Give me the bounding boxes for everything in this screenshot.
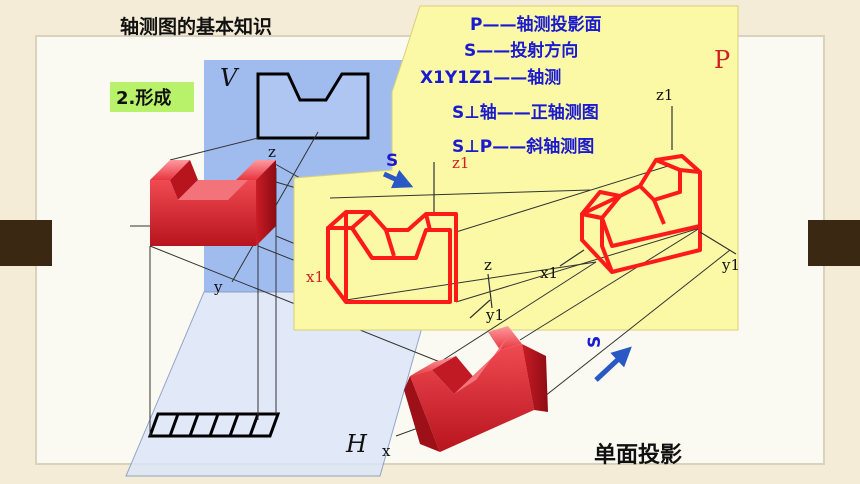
direction-label-lower: S [585,336,605,348]
label-plane-p: P [714,46,730,74]
h-projection-hatch [147,412,281,438]
step-label: 2.形成 [116,87,171,109]
axis-label-z-bottom: z [484,256,492,274]
legend-line-orthographic: S⊥轴——正轴测图 [452,102,599,123]
red-wireframe-right [580,154,702,274]
construction-lines-right [329,165,731,437]
axis-label-y: y [213,278,223,296]
v-projection-outline [256,72,370,140]
axis-label-z1-center: z1 [452,154,469,172]
label-plane-h: H [345,430,368,458]
axis-label-x1-center: x1 [306,268,324,286]
red-solid-left [150,160,276,246]
step-badge [110,82,194,112]
page-title: 轴测图的基本知识 [120,15,272,38]
axis-label-y1-center: y1 [485,306,504,324]
axis-label-z1-right: z1 [656,86,673,104]
direction-label-upper: S [386,151,398,171]
arrow-s-lower [594,346,632,382]
axis-label-x: x [382,442,391,460]
axes [433,106,737,319]
bottom-caption: 单面投影 [594,443,682,468]
axis-label-x1-right: x1 [540,264,558,282]
left-tab [0,220,52,266]
red-wireframe-center [326,210,458,304]
axis-label-z: z [268,143,276,161]
label-plane-v: V [220,64,240,92]
axis-label-y1-right: y1 [721,256,740,274]
legend-line-oblique: S⊥P——斜轴测图 [452,136,594,157]
arrow-s-upper [382,169,414,189]
legend-line-p: P——轴测投影面 [470,14,601,35]
red-solid-bottom [404,326,548,452]
p-plane [293,5,739,331]
legend-line-s: S——投射方向 [464,40,578,61]
right-tab [808,220,860,266]
legend-line-axes: X1Y1Z1——轴测 [420,67,561,88]
